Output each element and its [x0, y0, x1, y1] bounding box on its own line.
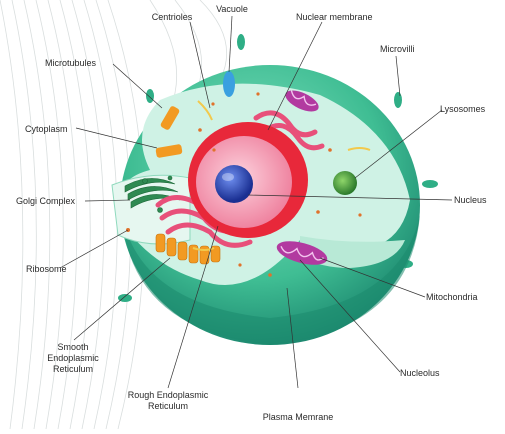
label-nucleolus: Nucleolus: [400, 368, 440, 379]
label-golgi-complex: Golgi Complex: [16, 196, 75, 207]
label-microvilli: Microvilli: [380, 44, 415, 55]
nucleolus-highlight: [222, 173, 234, 181]
label-ribosome: Ribosome: [26, 264, 67, 275]
label-vacuole: Vacuole: [206, 4, 258, 15]
label-smooth-er: Smooth Endoplasmic Reticulum: [38, 342, 108, 375]
vacuole: [223, 71, 235, 97]
label-lysosomes: Lysosomes: [440, 104, 485, 115]
label-nuclear-membrane: Nuclear membrane: [296, 12, 373, 23]
label-cytoplasm: Cytoplasm: [25, 124, 68, 135]
label-mitochondria: Mitochondria: [426, 292, 478, 303]
label-nucleus: Nucleus: [454, 195, 487, 206]
label-centrioles: Centrioles: [140, 12, 204, 23]
label-rough-er: Rough Endoplasmic Reticulum: [122, 390, 214, 412]
label-plasma-membrane: Plasma Memrane: [252, 412, 344, 423]
nucleolus: [215, 165, 253, 203]
lysosome: [333, 171, 357, 195]
label-microtubules: Microtubules: [45, 58, 96, 69]
